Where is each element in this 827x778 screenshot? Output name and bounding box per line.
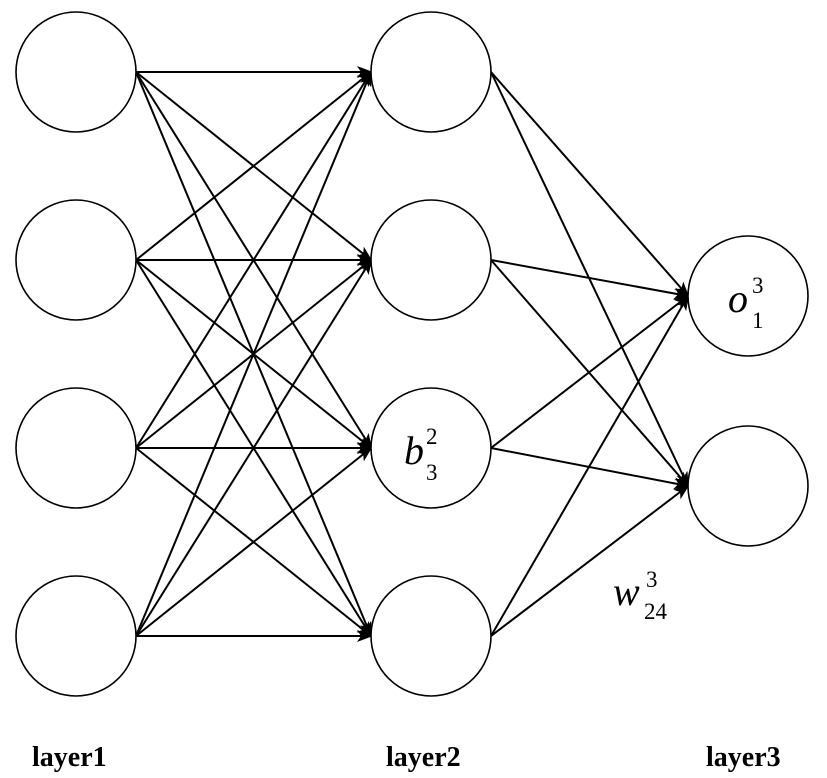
bias-superscript: 2 bbox=[426, 424, 438, 449]
edge-l1n3-l2n1 bbox=[135, 70, 373, 449]
neuron-layer3-2 bbox=[687, 425, 809, 547]
weight-annotation: w 3 24 bbox=[613, 567, 668, 624]
neuron-layer1-3 bbox=[15, 387, 137, 509]
edge-l1n4-l2n3 bbox=[135, 446, 373, 637]
neuron-layer2-3 bbox=[370, 387, 492, 509]
edge-l1n4-l2n2 bbox=[135, 258, 373, 637]
output-annotation: o 3 1 bbox=[728, 273, 764, 333]
bias-annotation: b 2 3 bbox=[404, 424, 438, 485]
edge-l1n4-l2n1 bbox=[135, 70, 372, 637]
output-superscript: 3 bbox=[752, 273, 764, 298]
weight-symbol: w bbox=[613, 569, 640, 614]
layer1-label: layer1 bbox=[32, 742, 107, 773]
edge-l1n2-l2n1 bbox=[135, 70, 373, 261]
output-subscript: 1 bbox=[752, 308, 764, 333]
edge-l2n4-l3n1 bbox=[490, 294, 690, 637]
edge-l2n1-l3n1 bbox=[490, 71, 690, 298]
bias-symbol: b bbox=[404, 428, 424, 473]
neuron-layer3-1 bbox=[687, 235, 809, 357]
edge-l2n3-l3n1 bbox=[490, 294, 690, 449]
bias-subscript: 3 bbox=[426, 460, 438, 485]
layer3-label: layer3 bbox=[706, 742, 781, 773]
neuron-layer2-2 bbox=[370, 199, 492, 321]
weight-subscript: 24 bbox=[644, 599, 668, 624]
layer2-label: layer2 bbox=[386, 742, 461, 773]
neuron-layer1-4 bbox=[15, 575, 137, 697]
neuron-layer2-4 bbox=[370, 575, 492, 697]
output-symbol: o bbox=[728, 276, 748, 321]
connections bbox=[135, 66, 690, 642]
neuron-layer1-1 bbox=[15, 11, 137, 133]
neurons bbox=[15, 11, 809, 697]
weight-superscript: 3 bbox=[646, 567, 658, 592]
neuron-layer2-1 bbox=[370, 11, 492, 133]
neuron-layer1-2 bbox=[15, 199, 137, 321]
edge-l2n4-l3n2 bbox=[490, 484, 690, 637]
edge-l2n2-l3n1 bbox=[490, 259, 690, 300]
